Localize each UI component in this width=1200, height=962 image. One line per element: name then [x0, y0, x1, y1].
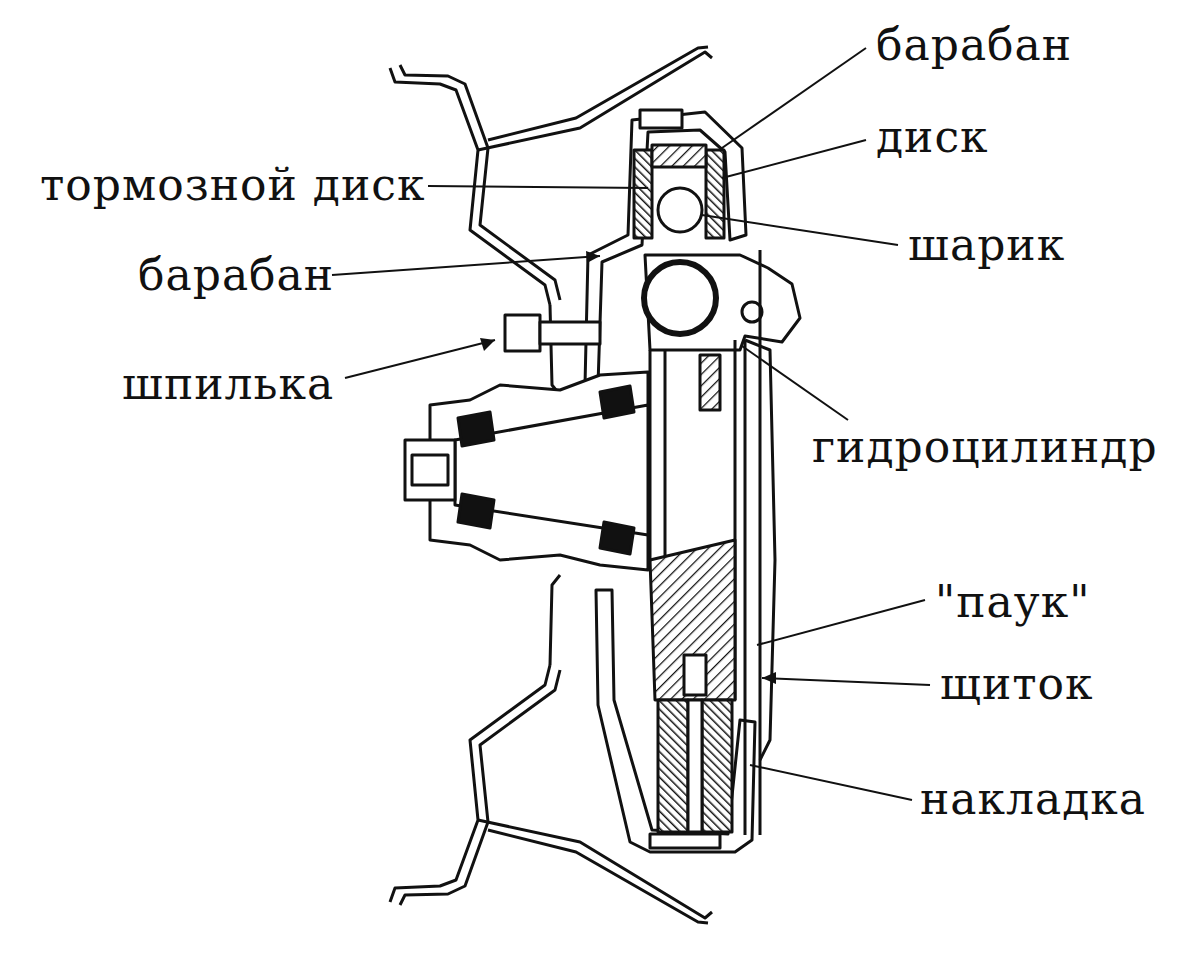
brake-assembly: [652, 145, 706, 167]
brake-assembly: [664, 350, 667, 560]
hub: [405, 440, 455, 500]
brake-assembly: [684, 655, 706, 695]
brake-assembly: [759, 250, 762, 835]
hub: [600, 522, 634, 554]
arrowhead: [586, 251, 600, 263]
wheel-rim: [478, 52, 712, 150]
leader-line: [750, 765, 912, 800]
wheel-rim: [550, 575, 560, 665]
leader-line: [742, 346, 848, 420]
part-label: шарик: [908, 223, 1065, 267]
brake-assembly: [650, 834, 720, 848]
hub: [540, 322, 600, 344]
part-label: диск: [876, 115, 989, 159]
brake-assembly: [744, 340, 747, 835]
brake-assembly: [702, 700, 732, 832]
wheel-rim: [400, 670, 560, 905]
hub: [600, 386, 634, 418]
part-label: щиток: [940, 662, 1094, 706]
part-label: гидроцилиндр: [812, 425, 1158, 469]
brake-assembly: [688, 700, 702, 832]
wheel-rim: [390, 665, 712, 923]
brake-assembly: [645, 255, 800, 350]
leader-line: [702, 215, 898, 245]
hub: [505, 315, 540, 351]
arrowhead: [480, 251, 776, 684]
part-label: шпилька: [122, 362, 334, 406]
wheel-rim: [390, 47, 712, 923]
leader-line: [345, 340, 495, 378]
brake-assembly: [634, 150, 652, 238]
part-label: барабан: [138, 253, 334, 297]
brake-assembly: [644, 262, 716, 334]
leader-line: [332, 256, 600, 275]
hub: [458, 494, 494, 528]
hub: [458, 412, 494, 446]
part-label: накладка: [920, 777, 1146, 821]
brake-assembly: [700, 355, 720, 410]
leader-line: [428, 186, 648, 188]
part-label: тормозной диск: [40, 163, 425, 207]
brake-assembly: [745, 340, 775, 760]
hub: [430, 372, 648, 570]
wheel-rim: [390, 665, 550, 902]
leader-line: [722, 48, 866, 148]
wheel-rim: [550, 305, 560, 395]
brake-assembly: [706, 150, 724, 238]
leader-line: [332, 48, 930, 800]
part-label: "паук": [935, 580, 1090, 624]
brake-assembly: [658, 700, 688, 832]
arrowhead: [762, 672, 776, 684]
wheel-rim: [488, 47, 708, 140]
hub: [455, 405, 648, 535]
leader-line: [757, 600, 925, 645]
brake-assembly: [640, 110, 682, 128]
hub: [412, 455, 448, 485]
arrowhead: [480, 338, 495, 351]
part-label: барабан: [876, 23, 1072, 67]
leader-line: [722, 140, 866, 178]
brake-assembly: [650, 540, 735, 700]
leader-line: [762, 678, 930, 685]
brake-assembly: [658, 188, 702, 232]
